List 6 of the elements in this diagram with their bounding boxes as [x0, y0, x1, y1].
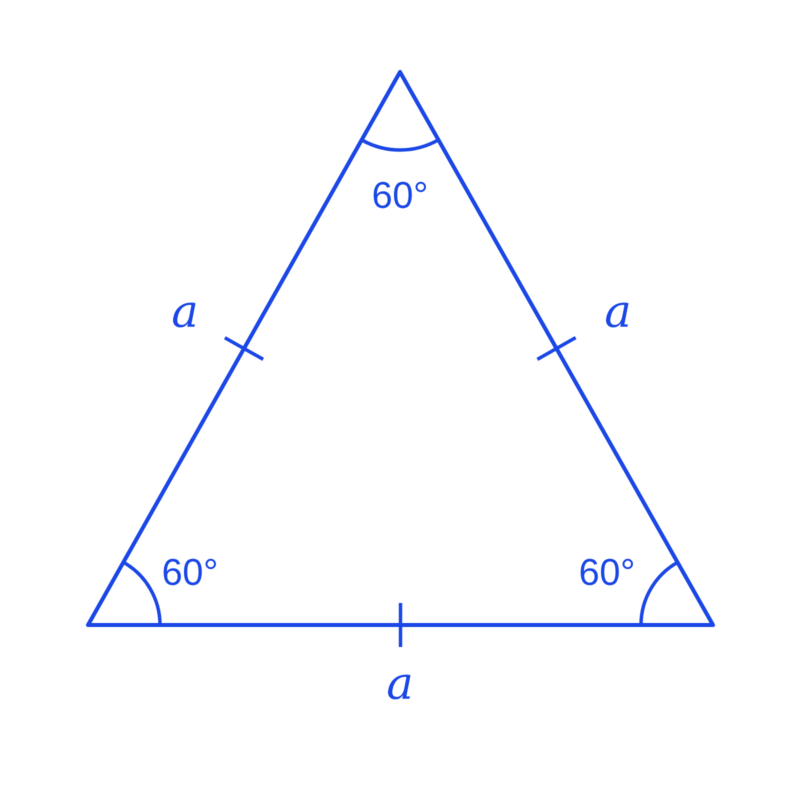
- angle-label: 60°: [580, 558, 633, 586]
- side-label: a: [388, 674, 410, 700]
- side-label: a: [173, 302, 196, 328]
- side-label: a: [606, 302, 628, 328]
- angle-label: 60°: [164, 558, 216, 586]
- angle-label: 60°: [374, 182, 426, 208]
